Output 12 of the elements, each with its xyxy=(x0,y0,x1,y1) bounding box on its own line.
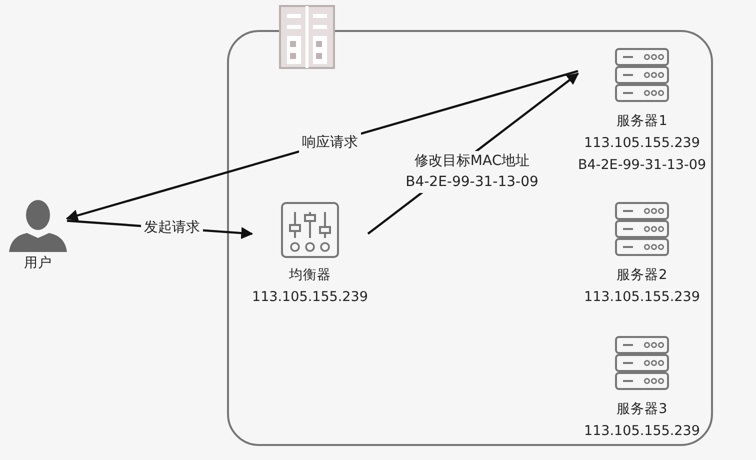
ip-address: 113.105.155.239 xyxy=(584,288,700,307)
edge-label: 响应请求 xyxy=(299,132,361,154)
node-title: 服务器3 xyxy=(616,400,668,419)
group-frame xyxy=(227,30,713,446)
mac-address: B4-2E-99-31-13-09 xyxy=(578,156,706,175)
node-title: 均衡器 xyxy=(288,266,331,285)
node-title: 服务器1 xyxy=(616,112,668,131)
ip-address: 113.105.155.239 xyxy=(584,134,700,153)
node-title: 服务器2 xyxy=(616,266,668,285)
ip-address: 113.105.155.239 xyxy=(252,288,368,307)
ip-address: 113.105.155.239 xyxy=(584,422,700,441)
node-title: 用户 xyxy=(24,254,52,273)
